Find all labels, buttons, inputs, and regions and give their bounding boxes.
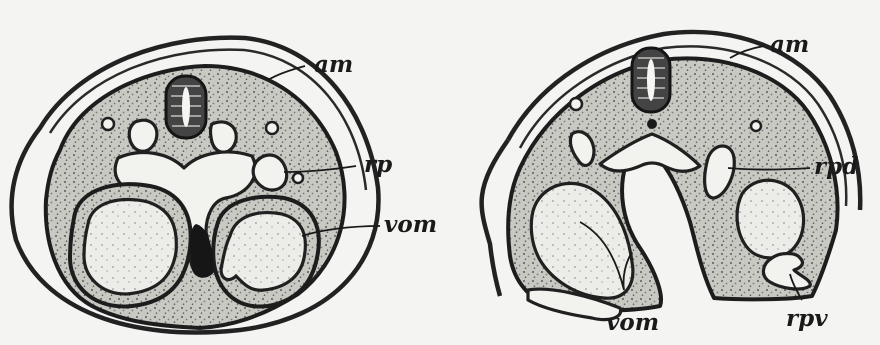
left-rp-recess — [253, 155, 287, 190]
left-vessel-dot-right-lower — [293, 173, 303, 183]
left-vom-vesicle — [213, 197, 319, 307]
right-embryo-section: am rpd vom rpv — [482, 31, 861, 336]
left-am-leader — [268, 66, 305, 80]
right-vessel-dot-right — [751, 121, 761, 131]
left-large-vesicle — [70, 184, 191, 306]
left-small-cavity-left — [129, 120, 157, 151]
left-vessel-dot-left — [102, 118, 114, 130]
right-label-vom: vom — [606, 309, 659, 336]
right-amnion-loop-left — [482, 140, 508, 296]
right-label-am: am — [770, 31, 809, 58]
right-label-rpv: rpv — [786, 305, 828, 332]
left-embryo-section: am rp vom — [12, 38, 437, 333]
left-label-vom: vom — [384, 211, 437, 238]
left-neural-tube — [166, 76, 206, 138]
left-label-am: am — [314, 51, 353, 78]
right-label-rpd: rpd — [814, 153, 858, 180]
right-vessel-dot-left — [570, 98, 582, 110]
right-lateral-vesicle — [737, 180, 803, 258]
left-small-cavity-right — [211, 122, 237, 152]
left-vessel-dot-right — [266, 122, 278, 134]
left-label-rp: rp — [364, 151, 392, 178]
